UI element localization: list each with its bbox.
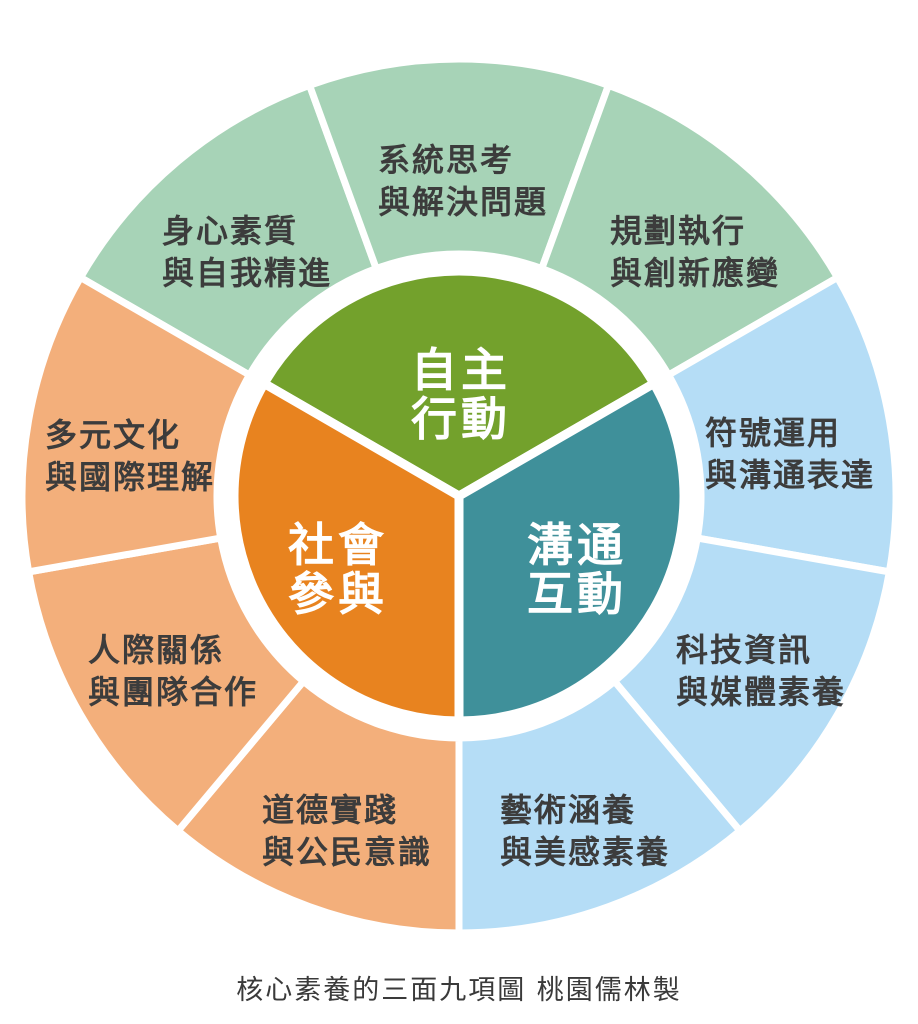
ring-label-multicultural-understanding: 多元文化 與國際理解: [45, 414, 215, 498]
ring-label-planning-execution: 規劃執行 與創新應變: [610, 210, 780, 294]
ring-label-line1: 多元文化: [45, 416, 182, 454]
ring-label-line2: 與公民意識: [262, 833, 433, 871]
ring-label-line1: 科技資訊: [676, 631, 813, 669]
ring-label-line1: 藝術涵養: [500, 791, 637, 829]
ring-label-line2: 與溝通表達: [705, 456, 876, 494]
ring-label-line1: 人際關係: [88, 631, 225, 669]
core-label-line1: 社會: [288, 518, 388, 572]
core-sector-social-participation: [229, 379, 464, 726]
ring-label-line2: 與媒體素養: [676, 673, 847, 711]
ring-label-line1: 道德實踐: [262, 791, 399, 829]
ring-label-systems-thinking: 系統思考 與解決問題: [378, 139, 548, 223]
ring-label-symbol-use: 符號運用 與溝通表達: [705, 412, 875, 496]
ring-label-art-aesthetics: 藝術涵養 與美感素養: [500, 789, 670, 873]
ring-label-line2: 與國際理解: [45, 458, 216, 496]
core-label-line1: 自主: [411, 343, 511, 397]
core-label-line2: 參與: [288, 566, 388, 621]
ring-label-line2: 與創新應變: [610, 254, 781, 292]
ring-segment-multicultural-understanding: [18, 274, 253, 576]
ring-label-line1: 身心素質: [162, 212, 299, 250]
ring-label-line2: 與自我精進: [162, 254, 333, 292]
core-label-communication-interaction: 溝通 互動: [477, 521, 677, 619]
ring-label-line1: 符號運用: [705, 414, 842, 452]
core-label-line1: 溝通: [527, 518, 627, 572]
core-label-autonomous-action: 自主 行動: [361, 346, 561, 444]
ring-label-line1: 系統思考: [378, 141, 515, 179]
core-label-line2: 互動: [527, 566, 627, 621]
ring-label-interpersonal-teamwork: 人際關係 與團隊合作: [88, 629, 258, 713]
ring-label-physical-mental-wellness: 身心素質 與自我精進: [162, 210, 332, 294]
caption: 核心素養的三面九項圖 桃園儒林製: [236, 975, 682, 1006]
core-sector-communication-interaction: [454, 379, 689, 726]
core-label-social-participation: 社會 參與: [238, 521, 438, 619]
ring-label-line2: 與團隊合作: [88, 673, 259, 711]
ring-label-line2: 與美感素養: [500, 833, 671, 871]
ring-label-tech-media-literacy: 科技資訊 與媒體素養: [676, 629, 846, 713]
ring-label-line2: 與解決問題: [378, 183, 549, 221]
ring-label-line1: 規劃執行: [610, 212, 747, 250]
core-label-line2: 行動: [411, 391, 511, 446]
ring-label-moral-practice: 道德實踐 與公民意識: [262, 789, 432, 873]
